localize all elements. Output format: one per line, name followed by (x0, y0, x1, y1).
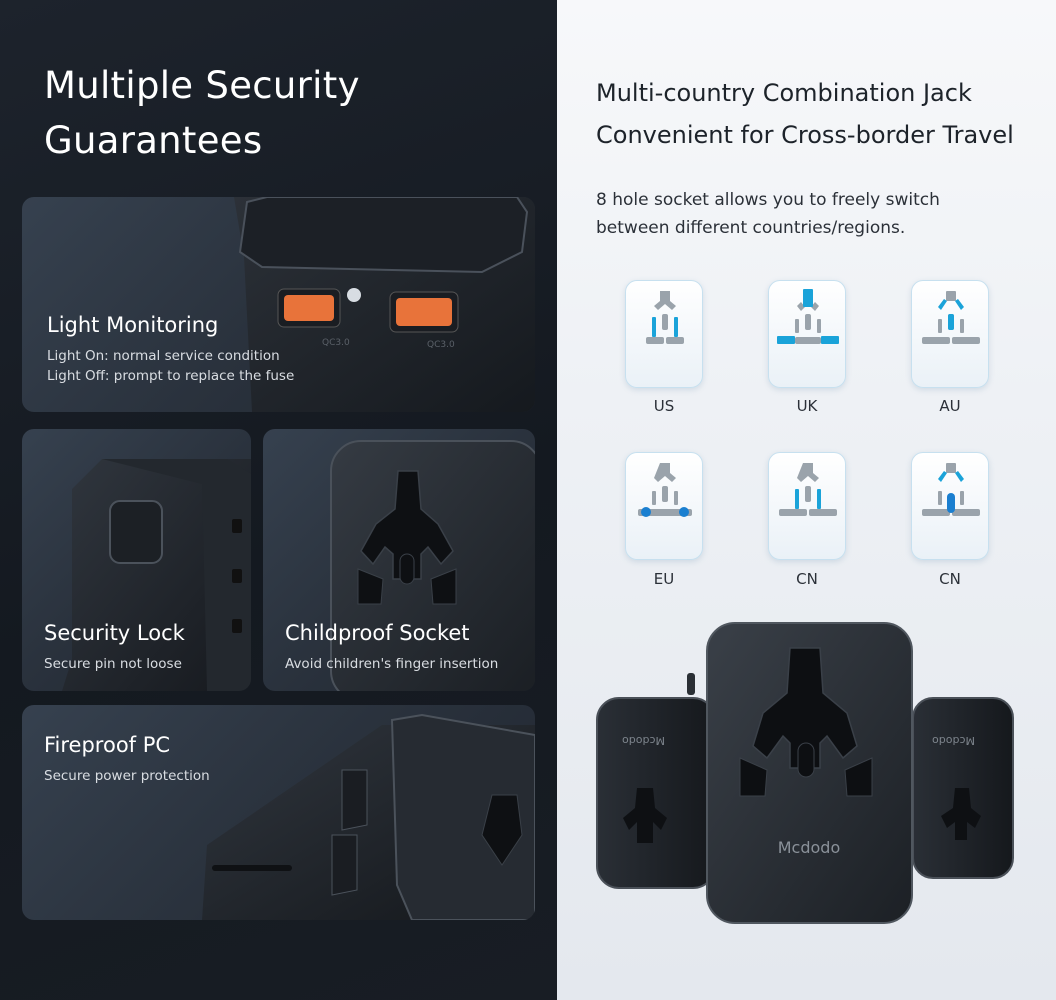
plug-label-uk: UK (796, 397, 818, 415)
combination-jack-title: Multi-country Combination Jack Convenien… (596, 72, 1051, 156)
fireproof-pc-title: Fireproof PC (44, 733, 171, 757)
security-title: Multiple Security Guarantees (44, 58, 524, 168)
fireproof-body-image (202, 713, 535, 920)
security-title-line1: Multiple Security (44, 64, 360, 107)
combination-jack-title-line1: Multi-country Combination Jack (596, 79, 972, 107)
right-panel: Multi-country Combination Jack Convenien… (557, 0, 1056, 1000)
light-off-text: Light Off: prompt to replace the fuse (47, 368, 295, 384)
left-panel: Multiple Security Guarantees QC3.0 QC3.0… (0, 0, 557, 1000)
light-monitoring-card: QC3.0 QC3.0 Light Monitoring Light On: n… (22, 197, 535, 412)
travel-adapter-product-image: Mcdodo Mcdodo Mcdodo (596, 622, 1014, 924)
plug-label-au: AU (939, 397, 961, 415)
plug-label-eu: EU (653, 570, 675, 588)
security-title-line2: Guarantees (44, 119, 263, 162)
fireproof-pc-text: Secure power protection (44, 768, 210, 784)
lock-button-image (62, 459, 251, 691)
usb-ports-image: QC3.0 QC3.0 (234, 197, 535, 412)
socket-face-image (330, 440, 535, 691)
combination-jack-description: 8 hole socket allows you to freely switc… (596, 186, 1036, 242)
plug-label-us: US (653, 397, 675, 415)
svg-text:Mcdodo: Mcdodo (622, 734, 665, 747)
svg-text:QC3.0: QC3.0 (322, 338, 350, 348)
security-lock-title: Security Lock (44, 621, 185, 645)
plug-cn-three-pin-icon (911, 452, 989, 560)
fireproof-pc-card: Fireproof PC Secure power protection (22, 705, 535, 920)
plug-cn-icon (768, 452, 846, 560)
svg-text:Mcdodo: Mcdodo (932, 734, 975, 747)
childproof-socket-text: Avoid children's finger insertion (285, 656, 499, 672)
plug-label-cn-2: CN (939, 570, 961, 588)
childproof-socket-card: Childproof Socket Avoid children's finge… (263, 429, 535, 691)
brand-logo: Mcdodo (778, 838, 841, 857)
plug-us-icon (625, 280, 703, 388)
childproof-socket-title: Childproof Socket (285, 621, 470, 645)
plug-au-icon (911, 280, 989, 388)
plug-label-cn-1: CN (796, 570, 818, 588)
description-line2: between different countries/regions. (596, 218, 906, 238)
light-on-text: Light On: normal service condition (47, 348, 280, 364)
security-lock-text: Secure pin not loose (44, 656, 182, 672)
plug-uk-icon (768, 280, 846, 388)
description-line1: 8 hole socket allows you to freely switc… (596, 190, 940, 210)
combination-jack-title-line2: Convenient for Cross-border Travel (596, 121, 1014, 149)
light-monitoring-title: Light Monitoring (47, 313, 219, 337)
svg-text:QC3.0: QC3.0 (427, 340, 455, 350)
plug-eu-icon (625, 452, 703, 560)
security-lock-card: Security Lock Secure pin not loose (22, 429, 251, 691)
